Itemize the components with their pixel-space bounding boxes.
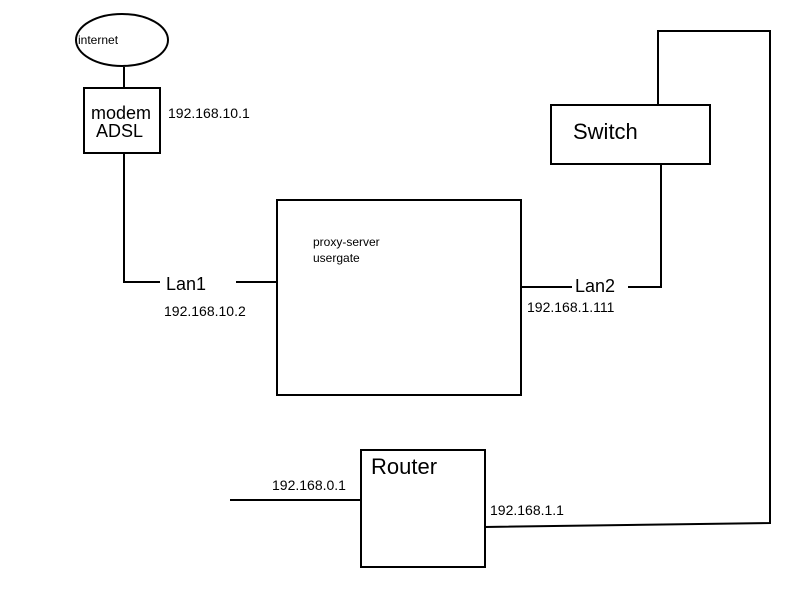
modem-ip-label: 192.168.10.1 [168, 105, 250, 121]
proxy-usergate-label: usergate [313, 251, 360, 265]
switch-router-link [484, 30, 771, 528]
router-label: Router [371, 454, 438, 479]
modem-type-label: ADSL [96, 121, 144, 141]
lan1-ip-label: 192.168.10.2 [164, 303, 246, 319]
internet-label: internet [78, 33, 119, 47]
switch-node [550, 104, 711, 165]
modem-label: modem [91, 103, 152, 123]
lan2-switch-link [628, 164, 662, 288]
router-lan-ip-label: 192.168.0.1 [272, 477, 346, 493]
proxy-server-label: proxy-server [313, 235, 380, 249]
router-wan-ip-label: 192.168.1.1 [490, 502, 564, 518]
internet-node [75, 13, 169, 67]
lan2-label: Lan2 [575, 276, 616, 296]
switch-label: Switch [573, 119, 638, 144]
modem-lan1-link [123, 153, 160, 283]
lan2-ip-label: 192.168.1.111 [527, 299, 615, 315]
router-node [360, 449, 486, 568]
proxy-server-node [276, 199, 522, 396]
lan1-label: Lan1 [166, 274, 207, 294]
modem-node [83, 87, 161, 154]
